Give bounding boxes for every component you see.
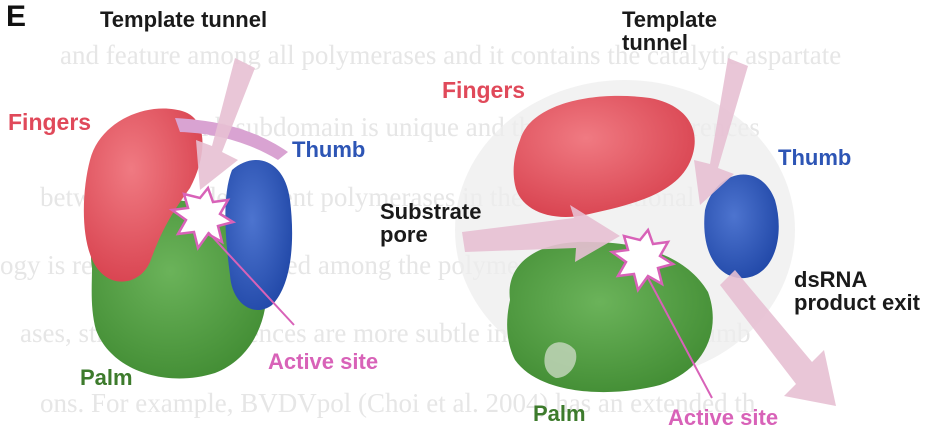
right-palm-label: Palm [533, 402, 586, 425]
left-active-site-label: Active site [268, 350, 378, 373]
right-structure [455, 58, 836, 406]
right-fingers-label: Fingers [442, 78, 525, 102]
left-palm-label: Palm [80, 366, 133, 389]
left-template-tunnel-label: Template tunnel [100, 8, 267, 31]
right-active-site-label: Active site [668, 406, 778, 429]
right-substrate-pore-label: Substrate pore [380, 200, 481, 246]
left-fingers-label: Fingers [8, 110, 91, 134]
left-structure [84, 58, 294, 379]
left-thumb-label: Thumb [292, 138, 365, 161]
right-thumb-label: Thumb [778, 146, 851, 169]
panel-label: E [6, 0, 26, 34]
right-template-tunnel-label: Template tunnel [622, 8, 717, 54]
right-dsrna-exit-label: dsRNA product exit [794, 268, 920, 314]
